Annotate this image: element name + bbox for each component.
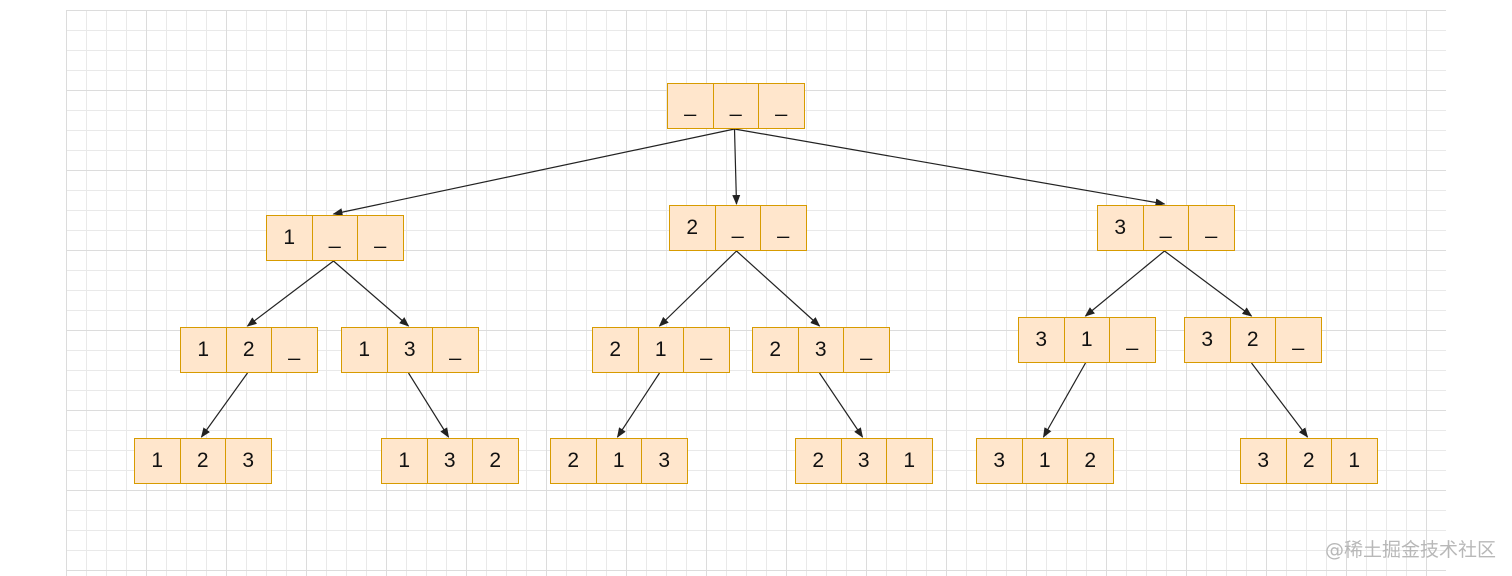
node-cell: _ xyxy=(311,215,358,261)
node-cell: 3 xyxy=(1018,317,1065,363)
node-cell: 2 xyxy=(550,438,597,484)
node-cell: _ xyxy=(357,215,404,261)
node-cell: 3 xyxy=(641,438,688,484)
node-cell: 1 xyxy=(381,438,428,484)
node-cell: 2 xyxy=(592,327,639,373)
node-cell: 2 xyxy=(795,438,842,484)
node-cell: 2 xyxy=(752,327,799,373)
node-cell: 3 xyxy=(225,438,272,484)
node-cell: _ xyxy=(760,205,807,251)
watermark: @稀土掘金技术社区 xyxy=(1324,539,1496,561)
node-cell: _ xyxy=(758,83,805,129)
node-cell: 3 xyxy=(976,438,1023,484)
node-cell: _ xyxy=(432,327,479,373)
node-cell: 1 xyxy=(1021,438,1068,484)
node-cell: _ xyxy=(714,205,761,251)
node-cell: _ xyxy=(1142,205,1189,251)
node-cell: _ xyxy=(683,327,730,373)
node-cell: 2 xyxy=(472,438,519,484)
node-cell: 3 xyxy=(1097,205,1144,251)
node-cell: 3 xyxy=(1240,438,1287,484)
node-cell: 2 xyxy=(1229,317,1276,363)
node-cell: _ xyxy=(667,83,714,129)
tree-node-root: ___ xyxy=(667,83,805,129)
node-cell: 1 xyxy=(886,438,933,484)
node-cell: 3 xyxy=(840,438,887,484)
tree-node-n3: 3__ xyxy=(1097,205,1235,251)
node-cell: _ xyxy=(712,83,759,129)
node-cell: 1 xyxy=(1331,438,1378,484)
node-cell: 3 xyxy=(1184,317,1231,363)
node-cell: _ xyxy=(1109,317,1156,363)
tree-node-n1: 1__ xyxy=(266,215,404,261)
node-cell: _ xyxy=(843,327,890,373)
node-cell: 2 xyxy=(179,438,226,484)
node-cell: 1 xyxy=(637,327,684,373)
node-cell: 1 xyxy=(1063,317,1110,363)
node-cell: 2 xyxy=(1067,438,1114,484)
node-cell: 2 xyxy=(669,205,716,251)
node-cell: _ xyxy=(1188,205,1235,251)
node-cell: 2 xyxy=(1285,438,1332,484)
node-cell: 1 xyxy=(180,327,227,373)
node-cell: 1 xyxy=(266,215,313,261)
node-cell: 1 xyxy=(134,438,181,484)
node-cell: 3 xyxy=(797,327,844,373)
node-cell: 3 xyxy=(386,327,433,373)
tree-node-n2: 2__ xyxy=(669,205,807,251)
node-cell: _ xyxy=(1275,317,1322,363)
node-cell: 1 xyxy=(341,327,388,373)
node-cell: _ xyxy=(271,327,318,373)
node-cell: 1 xyxy=(595,438,642,484)
node-cell: 3 xyxy=(426,438,473,484)
node-cell: 2 xyxy=(225,327,272,373)
